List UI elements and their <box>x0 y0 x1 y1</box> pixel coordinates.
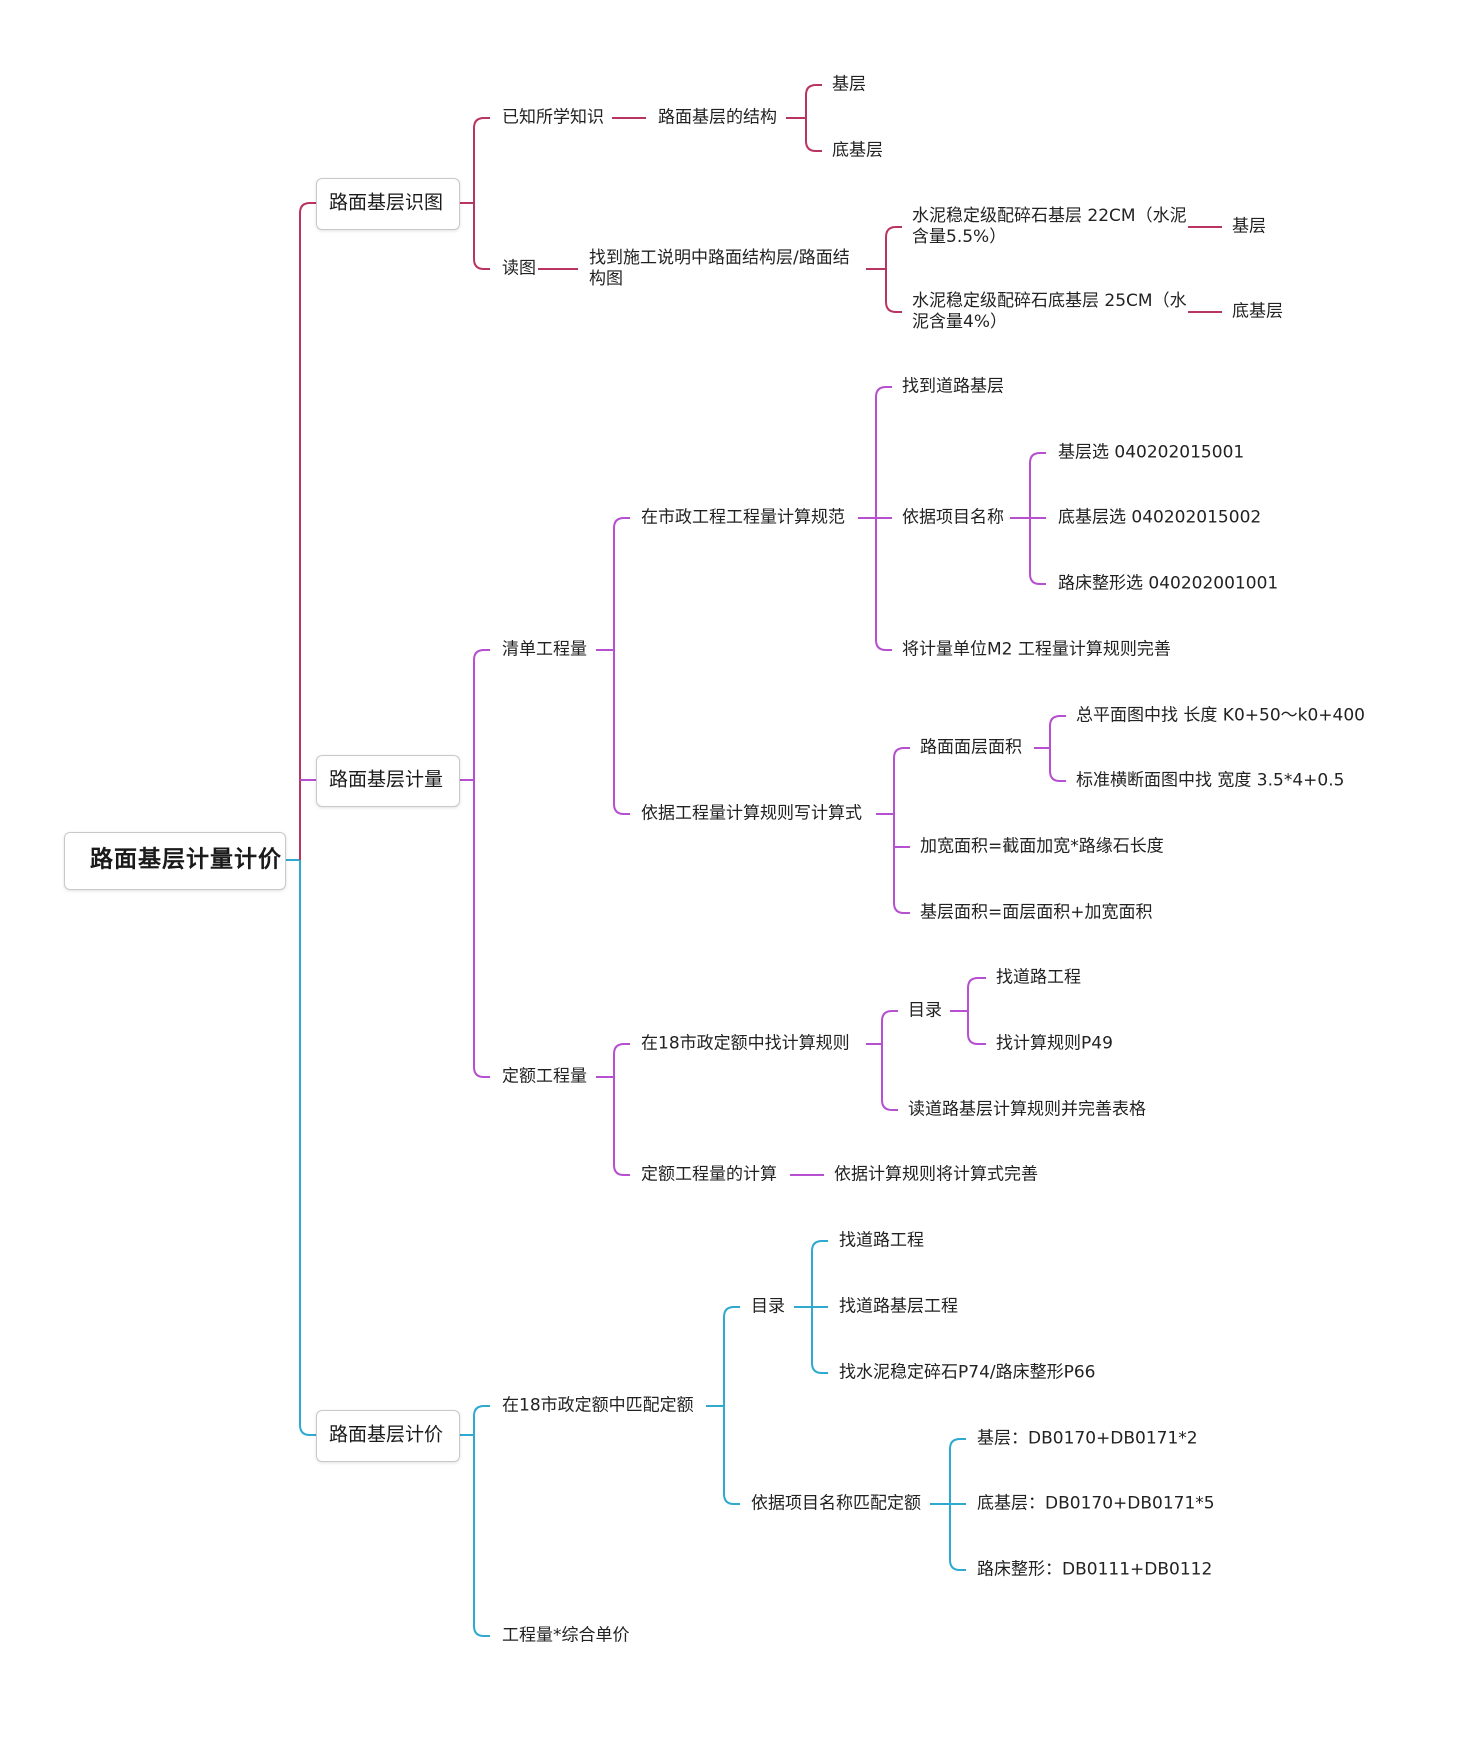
cement-base-target-node[interactable]: 基层 <box>1232 216 1266 237</box>
branch-measurement[interactable]: 路面基层计量 <box>329 768 444 791</box>
connector-bracket <box>881 1010 893 1111</box>
find-road-node[interactable]: 找道路工程 <box>996 967 1081 988</box>
branch-recognition[interactable]: 路面基层识图 <box>329 191 444 214</box>
by-item-name-node[interactable]: 依据项目名称 <box>902 507 1004 528</box>
unit-rule-node[interactable]: 将计量单位M2 工程量计算规则完善 <box>902 639 1171 660</box>
base-structure-node[interactable]: 路面基层的结构 <box>658 107 777 128</box>
pricing-find-road-base-node[interactable]: 找道路基层工程 <box>839 1296 958 1317</box>
complete-formula-node[interactable]: 依据计算规则将计算式完善 <box>834 1164 1038 1185</box>
spec-node[interactable]: 在市政工程工程量计算规范 <box>641 507 845 528</box>
branch-pricing-box[interactable] <box>316 1410 460 1462</box>
width-node[interactable]: 标准横断面图中找 宽度 3.5*4+0.5 <box>1076 770 1345 791</box>
code-base-node[interactable]: 基层选 040202015001 <box>1058 442 1245 463</box>
find-rule-page-node[interactable]: 找计算规则P49 <box>996 1033 1113 1054</box>
code-subgrade-node[interactable]: 路床整形选 040202001001 <box>1058 573 1279 594</box>
branch-recognition-box[interactable] <box>316 178 460 230</box>
root-node[interactable]: 路面基层计量计价 <box>90 846 282 873</box>
find-road-base-node[interactable]: 找到道路基层 <box>902 376 1004 397</box>
branch-measurement-box[interactable] <box>316 755 460 807</box>
length-node[interactable]: 总平面图中找 长度 K0+50～k0+400 <box>1076 705 1365 726</box>
pricing-find-pages-node[interactable]: 找水泥稳定碎石P74/路床整形P66 <box>839 1362 1096 1383</box>
base-layer-node[interactable]: 基层 <box>832 74 866 95</box>
connector-bracket <box>967 977 979 1045</box>
pricing-find-road-node[interactable]: 找道路工程 <box>839 1230 924 1251</box>
connector-bracket <box>885 226 897 313</box>
quota-rule-node[interactable]: 在18市政定额中找计算规则 <box>641 1033 850 1054</box>
quota-subgrade-node[interactable]: 路床整形：DB0111+DB0112 <box>977 1559 1213 1580</box>
known-knowledge-node[interactable]: 已知所学知识 <box>502 107 604 128</box>
catalog-node[interactable]: 目录 <box>908 1000 942 1021</box>
match-quota-node[interactable]: 在18市政定额中匹配定额 <box>502 1395 694 1416</box>
root-bracket-recognition <box>299 202 316 860</box>
connector-bracket <box>805 84 817 152</box>
total-price-node[interactable]: 工程量*综合单价 <box>502 1625 630 1646</box>
match-by-name-node[interactable]: 依据项目名称匹配定额 <box>751 1493 921 1514</box>
connector-bracket <box>613 517 625 815</box>
connector-bracket <box>893 747 905 914</box>
bill-quantity-node[interactable]: 清单工程量 <box>502 639 587 660</box>
cement-subbase-target-node[interactable]: 底基层 <box>1232 301 1283 322</box>
read-drawing-node[interactable]: 读图 <box>502 258 536 279</box>
quota-base-node[interactable]: 基层：DB0170+DB0171*2 <box>977 1428 1198 1449</box>
connector-bracket <box>473 649 485 1078</box>
quota-calc-node[interactable]: 定额工程量的计算 <box>641 1164 777 1185</box>
root-node-box[interactable] <box>64 832 286 890</box>
root-bracket-pricing <box>299 860 316 1436</box>
connector-bracket <box>473 117 485 270</box>
connector-bracket <box>473 1405 485 1637</box>
connector-bracket <box>723 1306 735 1505</box>
quota-quantity-node[interactable]: 定额工程量 <box>502 1066 587 1087</box>
base-area-node[interactable]: 基层面积=面层面积+加宽面积 <box>920 902 1153 923</box>
branch-pricing[interactable]: 路面基层计价 <box>329 1423 444 1446</box>
subbase-layer-node[interactable]: 底基层 <box>832 140 883 161</box>
connector-bracket <box>613 1043 625 1176</box>
widen-area-node[interactable]: 加宽面积=截面加宽*路缘石长度 <box>920 836 1164 857</box>
cement-base-node[interactable]: 水泥稳定级配碎石基层 22CM（水泥含量5.5%） <box>912 206 1187 247</box>
find-structure-node[interactable]: 找到施工说明中路面结构层/路面结构图 <box>589 248 850 289</box>
code-subbase-node[interactable]: 底基层选 040202015002 <box>1058 507 1262 528</box>
formula-node[interactable]: 依据工程量计算规则写计算式 <box>641 803 862 824</box>
quota-subbase-node[interactable]: 底基层：DB0170+DB0171*5 <box>977 1493 1215 1514</box>
surface-area-node[interactable]: 路面面层面积 <box>920 737 1022 758</box>
read-rule-node[interactable]: 读道路基层计算规则并完善表格 <box>908 1099 1146 1120</box>
cement-subbase-node[interactable]: 水泥稳定级配碎石底基层 25CM（水泥含量4%） <box>912 291 1187 332</box>
connector-bracket <box>1049 715 1061 782</box>
pricing-catalog-node[interactable]: 目录 <box>751 1296 785 1317</box>
